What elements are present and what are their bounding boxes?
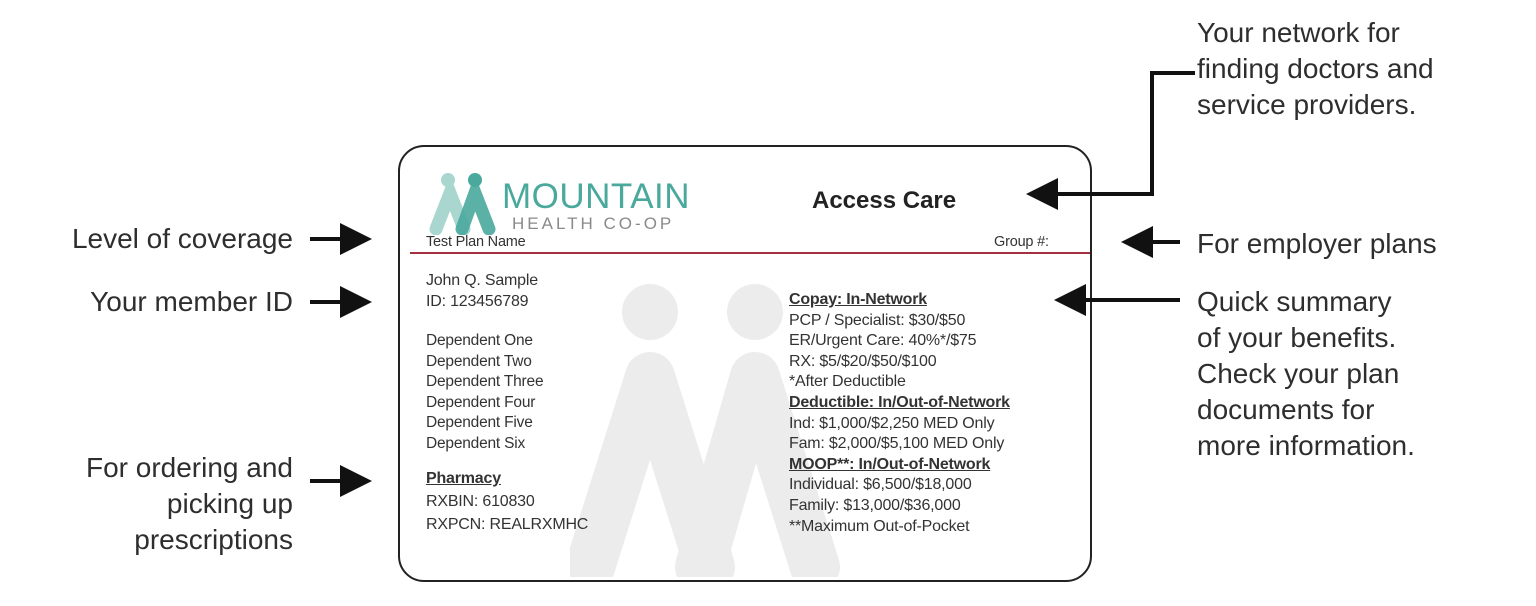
benefit-line: Family: $13,000/$36,000 xyxy=(789,496,961,514)
label-member-id: Your member ID xyxy=(90,286,293,317)
benefits-summary: Copay: In-Network PCP / Specialist: $30/… xyxy=(789,290,1010,537)
rxpcn: RXPCN: REALRXMHC xyxy=(426,516,589,533)
label-line: documents for xyxy=(1197,394,1375,425)
label-network: Your network for finding doctors and ser… xyxy=(1197,15,1434,123)
label-line: Quick summary xyxy=(1197,286,1392,317)
member-id: ID: 123456789 xyxy=(426,293,529,310)
label-line: Check your plan xyxy=(1197,358,1400,389)
label-line: prescriptions xyxy=(134,524,293,555)
watermark-logo xyxy=(570,284,840,577)
label-line: Your network for xyxy=(1197,17,1400,48)
dependent: Dependent One xyxy=(426,332,533,349)
benefit-line: **Maximum Out-of-Pocket xyxy=(789,517,970,535)
insurance-card: MOUNTAIN HEALTH CO-OP Access Care Test P… xyxy=(398,145,1092,582)
deductible-title: Deductible: In/Out-of-Network xyxy=(789,393,1010,411)
dependent: Dependent Two xyxy=(426,352,532,370)
plan-name: Test Plan Name xyxy=(426,234,526,250)
label-line: For ordering and xyxy=(85,452,293,483)
moop-title: MOOP**: In/Out-of-Network xyxy=(789,455,991,473)
arrow-network xyxy=(1026,71,1195,210)
benefit-line: ER/Urgent Care: 40%*/$75 xyxy=(789,332,977,350)
group-number-label: Group #: xyxy=(994,234,1049,250)
benefit-line: PCP / Specialist: $30/$50 xyxy=(789,311,966,329)
dependent: Dependent Five xyxy=(426,414,533,432)
network-name: Access Care xyxy=(812,187,957,214)
label-employer: For employer plans xyxy=(1197,228,1437,259)
logo-name: MOUNTAIN xyxy=(502,177,691,216)
divider-rule xyxy=(410,252,1090,254)
logo-subtitle: HEALTH CO-OP xyxy=(512,214,675,233)
label-line: of your benefits. xyxy=(1197,322,1397,353)
benefit-line: Ind: $1,000/$2,250 MED Only xyxy=(789,414,995,432)
benefit-line: Fam: $2,000/$5,100 MED Only xyxy=(789,435,1005,453)
benefit-line: Individual: $6,500/$18,000 xyxy=(789,476,972,494)
label-line: finding doctors and xyxy=(1197,53,1434,84)
dependent: Dependent Six xyxy=(426,434,526,452)
member-name: John Q. Sample xyxy=(426,272,538,289)
pharmacy-title: Pharmacy xyxy=(426,470,501,487)
benefit-line: *After Deductible xyxy=(789,373,906,391)
rxbin: RXBIN: 610830 xyxy=(426,493,535,510)
copay-title: Copay: In-Network xyxy=(789,291,927,308)
dependents-list: Dependent One Dependent Two Dependent Th… xyxy=(426,331,544,455)
label-line: more information. xyxy=(1197,430,1415,461)
dependent: Dependent Three xyxy=(426,373,544,391)
label-summary: Quick summary of your benefits. Check yo… xyxy=(1197,284,1415,464)
dependent: Dependent Four xyxy=(426,393,536,411)
label-line: service providers. xyxy=(1197,89,1417,120)
label-line: picking up xyxy=(166,488,293,519)
logo-icon xyxy=(429,173,496,235)
label-coverage: Level of coverage xyxy=(71,223,293,254)
benefit-line: RX: $5/$20/$50/$100 xyxy=(789,352,937,370)
pharmacy-section: Pharmacy RXBIN: 610830 RXPCN: REALRXMHC xyxy=(426,467,588,536)
label-pharmacy: For ordering and picking up prescription… xyxy=(86,450,293,558)
